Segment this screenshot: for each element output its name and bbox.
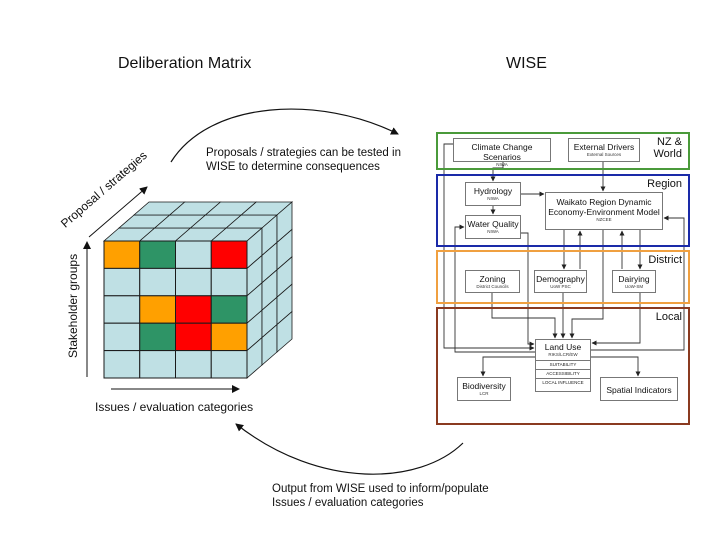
node-title: Land Use — [544, 342, 582, 352]
node-land-use: Land Use RIKS/LCR/EW SUITABILITY ACCESSI… — [535, 339, 591, 392]
bottom-curved-arrow — [235, 423, 464, 475]
node-title: External Drivers — [573, 142, 635, 152]
connector-landuse-biodiversity — [480, 356, 535, 377]
connector-zoning-landuse — [491, 293, 558, 339]
connector-dairying-landuse — [591, 293, 641, 346]
node-title: Water Quality — [467, 219, 519, 229]
matrix-cell-red — [175, 295, 212, 324]
node-title: Climate Change Scenarios — [471, 142, 533, 162]
matrix-cell-empty — [210, 267, 248, 297]
node-water-quality: Water Quality NIWA — [465, 215, 521, 239]
node-source: NIWA — [487, 196, 499, 201]
matrix-cell-empty — [210, 350, 248, 379]
zone-district: District — [436, 250, 690, 304]
matrix-cell-red — [210, 240, 248, 269]
node-demography: Demography UoW PSC — [534, 270, 587, 293]
top-caption-line2: WISE to determine consequences — [206, 161, 380, 173]
zone-label-local: Local — [655, 311, 682, 323]
deliberation-matrix-title: Deliberation Matrix — [118, 55, 252, 72]
matrix-cell-empty — [175, 240, 212, 269]
matrix-cell-red — [175, 322, 212, 352]
matrix-cell-empty — [139, 267, 176, 297]
node-source: NZCEE — [596, 217, 612, 222]
node-waikato-model: Waikato Region Dynamic Economy-Environme… — [545, 192, 663, 230]
zone-label-district: District — [648, 254, 682, 266]
matrix-cell-orange — [139, 295, 176, 324]
node-hydrology: Hydrology NIWA — [465, 182, 521, 206]
node-source: NIWA — [487, 229, 499, 234]
zone-label-region: Region — [647, 178, 682, 190]
bottom-caption-line1: Output from WISE used to inform/populate — [272, 483, 489, 495]
connector-waterquality-landuse — [521, 232, 535, 347]
land-use-accessibility: ACCESSIBILITY — [536, 369, 590, 378]
node-title: Hydrology — [473, 186, 513, 196]
node-source: External Sources — [586, 152, 622, 157]
zone-label-line: World — [653, 148, 682, 160]
stakeholder-axis-label: Stakeholder groups — [66, 253, 80, 358]
node-source: RIKS/LCR/EW — [548, 352, 578, 357]
zone-label-nz-world: NZ & World — [653, 136, 682, 160]
node-title-line2: Economy-Environment Model — [548, 207, 660, 217]
top-caption-line1: Proposals / strategies can be tested in — [206, 147, 401, 159]
matrix-cell-empty — [175, 267, 212, 297]
matrix-cell-green — [210, 295, 248, 324]
node-title: Zoning — [479, 274, 506, 284]
matrix-cell-empty — [103, 267, 141, 297]
node-dairying: Dairying UoW-SM — [612, 270, 656, 293]
node-spatial-indicators: Spatial Indicators — [600, 377, 678, 401]
node-external-drivers: External Drivers External Sources — [568, 138, 640, 162]
cube-side-cell — [276, 310, 293, 353]
connector-landuse-spatial — [591, 356, 641, 377]
zone-local: Local — [436, 307, 690, 425]
node-title-line1: Waikato Region Dynamic — [556, 197, 652, 207]
land-use-local-influence: LOCAL INFLUENCE — [536, 378, 590, 387]
node-source: UoW PSC — [550, 284, 571, 289]
zone-label-line: NZ & — [656, 136, 682, 148]
node-source: LCR — [479, 391, 489, 396]
wise-title: WISE — [506, 55, 547, 72]
node-source: NIWA — [496, 162, 508, 167]
matrix-cell-empty — [175, 350, 212, 379]
matrix-cell-green — [139, 322, 176, 352]
bottom-caption-line2: Issues / evaluation categories — [272, 497, 424, 509]
matrix-cell-orange — [210, 322, 248, 352]
matrix-cell-empty — [103, 350, 141, 379]
connector-landuse-waterquality — [454, 224, 535, 353]
matrix-cell-orange — [103, 240, 141, 269]
issues-axis-label: Issues / evaluation categories — [95, 400, 254, 414]
top-curved-arrow — [170, 108, 399, 163]
bottom-caption: Output from WISE used to inform/populate… — [272, 482, 489, 510]
node-zoning: Zoning District Councils — [465, 270, 520, 293]
node-title: Biodiversity — [462, 381, 506, 391]
zone-nz-world: NZ & World — [436, 132, 690, 170]
connector-landuse-waikato — [591, 215, 685, 351]
zone-region: Region — [436, 174, 690, 247]
proposal-axis-arrow — [88, 186, 148, 238]
matrix-cell-empty — [103, 322, 141, 352]
node-title: Spatial Indicators — [606, 385, 672, 395]
node-title: Dairying — [618, 274, 650, 284]
top-caption: Proposals / strategies can be tested in … — [206, 146, 401, 174]
node-title: Demography — [536, 274, 585, 284]
matrix-cell-green — [139, 240, 176, 269]
land-use-suitability: SUITABILITY — [536, 360, 590, 369]
node-climate-change-scenarios: Climate Change Scenarios NIWA — [453, 138, 551, 167]
node-source: District Councils — [476, 284, 509, 289]
deliberation-matrix-cube — [102, 201, 294, 379]
node-source: UoW-SM — [624, 284, 644, 289]
connector-waikato-landuse — [569, 230, 604, 339]
node-biodiversity: Biodiversity LCR — [457, 377, 511, 401]
matrix-cell-empty — [139, 350, 176, 379]
matrix-cell-empty — [103, 295, 141, 324]
